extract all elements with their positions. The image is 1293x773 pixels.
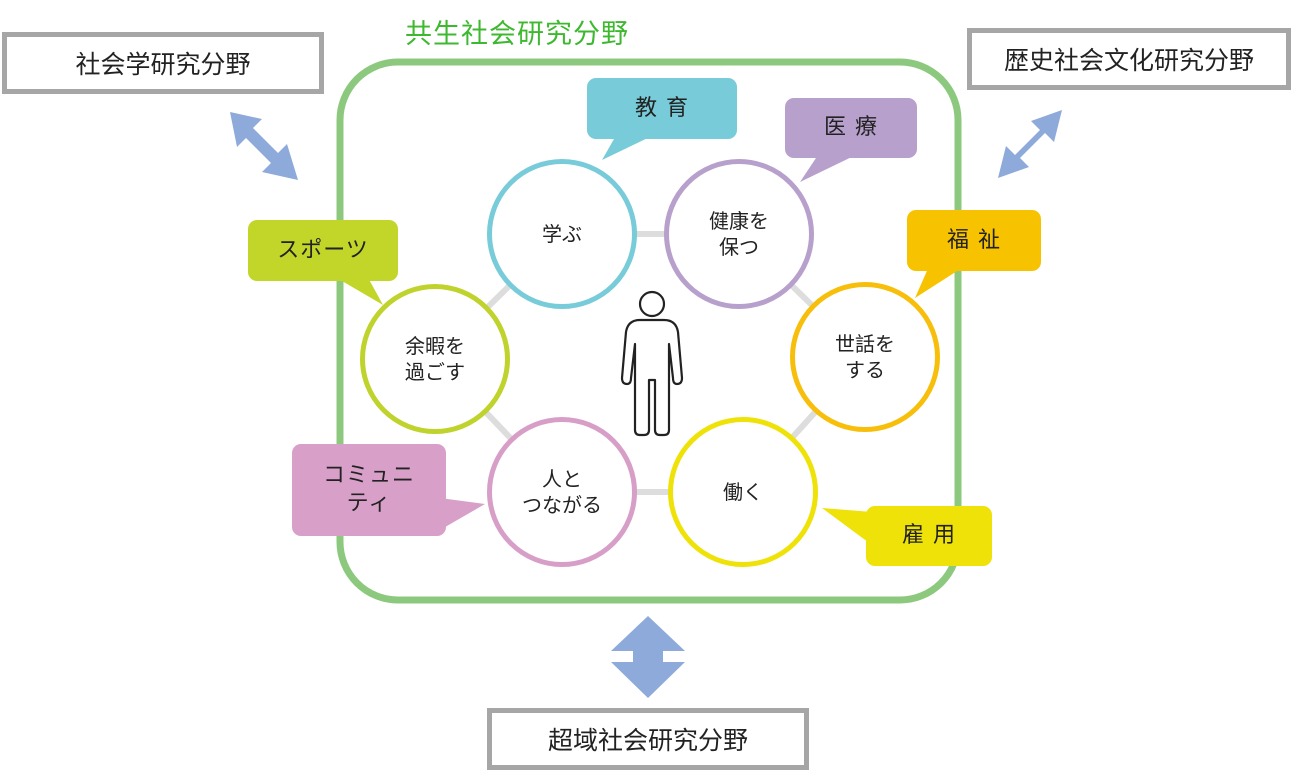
symbiotic-society-frame	[336, 58, 962, 604]
work-circle: 働く	[668, 417, 818, 567]
education-bubble: 教 育	[587, 78, 737, 139]
employment-bubble: 雇 用	[866, 506, 992, 566]
medical-bubble-tail	[800, 152, 862, 182]
medical-bubble: 医 療	[785, 98, 917, 158]
person-icon	[620, 290, 684, 437]
sports-bubble-tail	[330, 274, 383, 305]
connect-circle: 人と つながる	[487, 417, 637, 567]
community-bubble-tail	[440, 498, 485, 530]
welfare-bubble-tail	[915, 264, 968, 298]
learn-circle: 学ぶ	[487, 159, 637, 309]
transregional-field-box: 超域社会研究分野	[487, 708, 809, 770]
education-bubble-tail	[602, 132, 660, 160]
double-arrow-icon	[230, 112, 298, 180]
care-circle: 世話を する	[790, 282, 940, 432]
community-bubble: コミュニ ティ	[292, 444, 446, 536]
welfare-bubble: 福 祉	[907, 210, 1041, 271]
leisure-circle: 余暇を 過ごす	[360, 284, 510, 434]
sports-bubble: スポーツ	[248, 220, 398, 281]
sociology-field-box: 社会学研究分野	[2, 32, 324, 94]
double-arrow-icon	[611, 616, 685, 698]
history-culture-field-box: 歴史社会文化研究分野	[967, 28, 1291, 90]
double-arrow-icon	[998, 110, 1062, 178]
main-title: 共生社会研究分野	[405, 19, 629, 50]
health-circle: 健康を 保つ	[664, 159, 814, 309]
employment-bubble-tail	[822, 508, 872, 545]
